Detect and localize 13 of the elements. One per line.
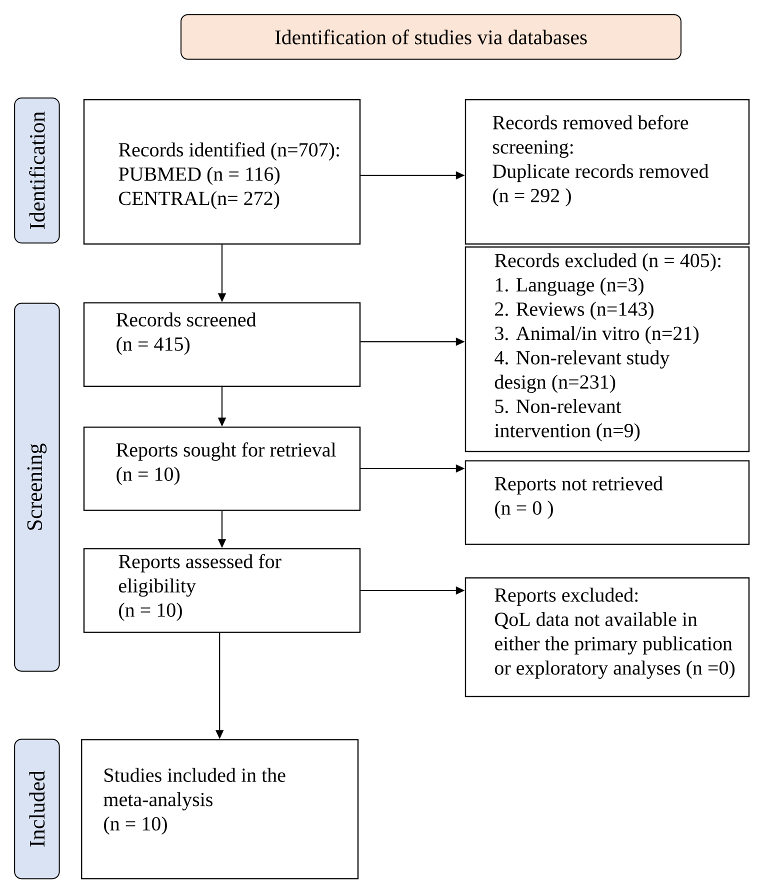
stage-band: Screening: [14, 302, 60, 672]
process-box: Records identified (n=707): PUBMED (n = 116) CENTRAL(n= 272): [83, 99, 361, 245]
stage-band: Identification: [14, 98, 60, 244]
process-box: Records screened (n = 415): [83, 302, 361, 388]
section-header: Identification of studies via databases: [180, 14, 682, 60]
process-box: Reports excluded: QoL data not available in either the primary publication or exploratory analyses (n =0): [464, 577, 750, 698]
process-box: Reports sought for retrieval (n = 10): [83, 426, 361, 511]
process-box: Records removed before screening: Duplicate records removed (n = 292 ): [464, 99, 750, 245]
stage-band: Included: [14, 738, 60, 880]
process-box: Studies included in the meta-analysis (n = 10): [81, 739, 359, 880]
process-box: Records excluded (n = 405): 1. Language (n=3) 2. Reviews (n=143) 3. Animal/in vitro (n=21) 4. Non-relevant study design (n=231) 5. Non-relevant intervention (n=9): [464, 246, 750, 452]
process-box: Reports assessed for eligibility (n = 10): [83, 548, 361, 633]
process-box: Reports not retrieved (n = 0 ): [464, 460, 750, 545]
